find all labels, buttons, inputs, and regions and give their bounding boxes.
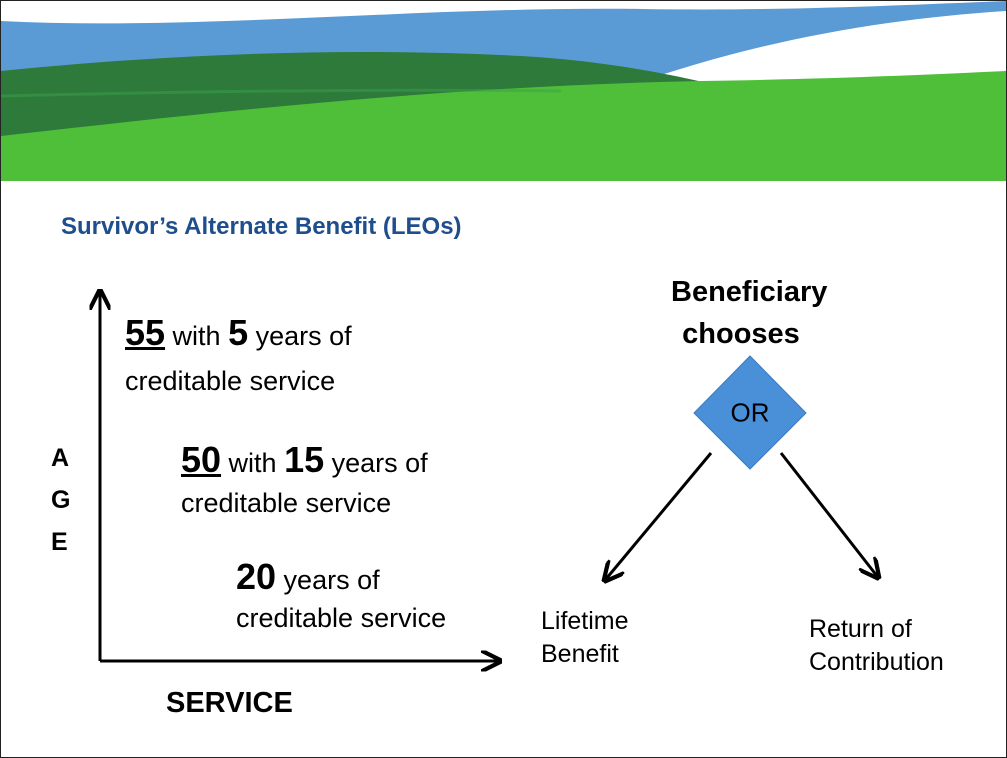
or-diamond bbox=[693, 355, 807, 470]
age-letter-g: G bbox=[51, 486, 71, 514]
tier-3-years: 20 bbox=[236, 556, 277, 597]
option-right-line-2: Contribution bbox=[809, 648, 944, 676]
beneficiary-heading-line-1: Beneficiary bbox=[671, 276, 828, 308]
option-right-line-1: Return of bbox=[809, 615, 912, 643]
tier-2-years: 15 bbox=[284, 439, 325, 480]
left-choice-arrow bbox=[606, 452, 713, 579]
beneficiary-heading-line-2: chooses bbox=[682, 318, 800, 350]
option-return-of-contribution: Return of Contribution bbox=[809, 613, 944, 679]
option-left-line-1: Lifetime bbox=[541, 607, 629, 635]
or-label: OR bbox=[730, 397, 770, 428]
tier-2-age: 50 bbox=[181, 439, 222, 480]
right-choice-arrow bbox=[779, 452, 877, 576]
slide-title: Survivor’s Alternate Benefit (LEOs) bbox=[61, 213, 462, 240]
tier-2-line-2: creditable service bbox=[181, 488, 392, 518]
tier-1-line-2: creditable service bbox=[125, 366, 336, 396]
tier-1-line-1: 55 with 5 years of bbox=[125, 314, 352, 355]
tier-3-line-2: creditable service bbox=[236, 603, 447, 633]
tier-2-with: with bbox=[221, 448, 285, 478]
tier-2-line-1: 50 with 15 years of bbox=[181, 441, 428, 482]
tier-1-years: 5 bbox=[228, 312, 249, 353]
option-left-line-2: Benefit bbox=[541, 640, 619, 668]
option-lifetime-benefit: Lifetime Benefit bbox=[541, 605, 629, 671]
tier-3-suffix: years of bbox=[276, 565, 380, 595]
tier-2-suffix: years of bbox=[324, 448, 428, 478]
header-banner bbox=[1, 1, 1006, 181]
tier-1-suffix: years of bbox=[248, 321, 352, 351]
age-letter-e: E bbox=[51, 528, 68, 556]
beneficiary-heading: Beneficiary chooses bbox=[671, 271, 828, 355]
age-letter-a: A bbox=[51, 444, 70, 472]
tier-1-with: with bbox=[165, 321, 229, 351]
tier-3-line-1: 20 years of bbox=[236, 558, 380, 599]
tier-1-age: 55 bbox=[125, 312, 166, 353]
service-axis-label: SERVICE bbox=[166, 687, 293, 719]
